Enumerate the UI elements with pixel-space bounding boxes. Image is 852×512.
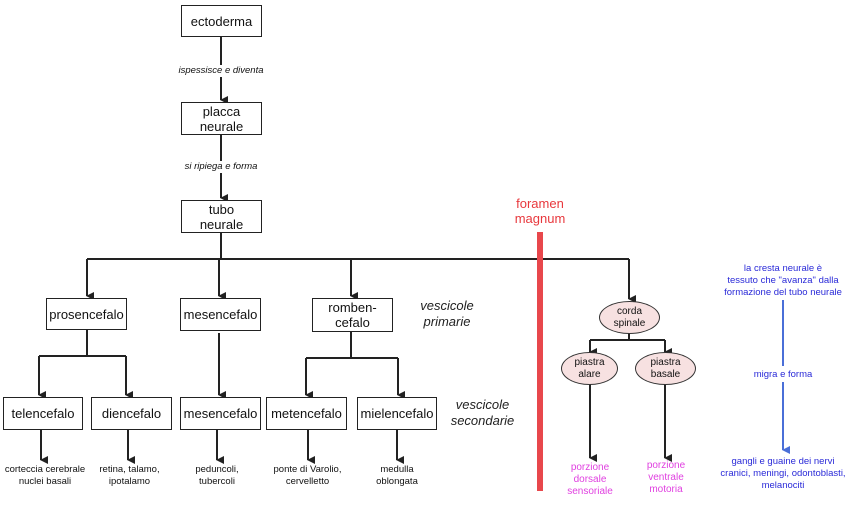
derivatives-mesencefalo-line1: peduncoli, bbox=[195, 464, 239, 475]
node-telencefalo-label: telencefalo bbox=[11, 406, 75, 421]
node-mielencefalo-label: mielencefalo bbox=[360, 406, 434, 421]
node-tubo-line2: neurale bbox=[199, 216, 244, 232]
dorsale-line1: porzione bbox=[570, 462, 610, 473]
node-placca-line2: neurale bbox=[199, 118, 244, 134]
edge-label-ispessisce: ispessisce e diventa bbox=[160, 65, 282, 77]
derivatives-metencefalo-line1: ponte di Varolio, bbox=[273, 464, 342, 475]
node-basale-line1: piastra bbox=[650, 356, 681, 368]
node-rombencefalo-line1: romben- bbox=[328, 300, 377, 315]
neural-crest-out-line2: cranici, meningi, odontoblasti, bbox=[720, 468, 846, 479]
neural-crest-line2: tessuto che "avanza" dalla bbox=[727, 275, 839, 286]
label-secondarie-line2: secondarie bbox=[450, 413, 515, 428]
neural-crest-line3: formazione del tubo neurale bbox=[724, 287, 842, 298]
derivatives-mesencefalo: peduncoli, tubercoli bbox=[182, 464, 252, 488]
node-alare-line1: piastra bbox=[574, 356, 605, 368]
label-foramen-line2: magnum bbox=[514, 211, 566, 226]
label-primarie-line1: vescicole bbox=[420, 298, 474, 313]
node-metencefalo: metencefalo bbox=[266, 397, 347, 430]
node-rombencefalo-line2: cefalo bbox=[335, 315, 370, 330]
node-ectoderma: ectoderma bbox=[181, 5, 262, 37]
derivatives-mielencefalo-line2: oblongata bbox=[376, 476, 418, 487]
neural-crest-out-line3: melanociti bbox=[761, 480, 805, 491]
label-vescicole-secondarie: vescicole secondarie bbox=[445, 397, 520, 429]
ventrale-line3: motoria bbox=[649, 484, 683, 495]
foramen-magnum-bar bbox=[537, 232, 543, 491]
derivatives-metencefalo: ponte di Varolio, cervelletto bbox=[265, 464, 350, 488]
edge-label-migra-e-forma: migra e forma bbox=[753, 369, 813, 380]
derivatives-diencefalo-line1: retina, talamo, bbox=[99, 464, 160, 475]
derivatives-diencefalo-line2: ipotalamo bbox=[108, 476, 151, 487]
node-rombencefalo: romben- cefalo bbox=[312, 298, 393, 332]
ventrale-line2: ventrale bbox=[648, 472, 684, 483]
node-telencefalo: telencefalo bbox=[3, 397, 83, 430]
label-foramen-line1: foramen bbox=[516, 196, 564, 211]
node-mielencefalo: mielencefalo bbox=[357, 397, 437, 430]
dorsale-line3: sensoriale bbox=[567, 486, 613, 497]
node-mesencefalo2-label: mesencefalo bbox=[183, 406, 258, 421]
node-diencefalo-label: diencefalo bbox=[101, 406, 162, 421]
node-mesencefalo-secondary: mesencefalo bbox=[180, 397, 261, 430]
node-mesencefalo-primary: mesencefalo bbox=[180, 298, 261, 331]
derivatives-telencefalo: corteccia cerebrale nuclei basali bbox=[0, 464, 90, 488]
neural-crest-line1: la cresta neurale è bbox=[743, 263, 823, 274]
label-secondarie-line1: vescicole bbox=[455, 397, 510, 412]
node-alare-line2: alare bbox=[578, 368, 601, 380]
node-metencefalo-label: metencefalo bbox=[271, 406, 342, 421]
node-mesencefalo-label: mesencefalo bbox=[183, 307, 258, 322]
node-piastra-alare: piastra alare bbox=[561, 352, 618, 385]
node-prosencefalo: prosencefalo bbox=[46, 298, 127, 330]
derivatives-telencefalo-line1: corteccia cerebrale bbox=[4, 464, 86, 475]
output-porzione-ventrale: porzione ventrale motoria bbox=[636, 460, 696, 496]
node-corda-spinale: corda spinale bbox=[599, 301, 660, 334]
node-corda-line2: spinale bbox=[613, 317, 646, 329]
node-placca-neurale: placca neurale bbox=[181, 102, 262, 135]
ventrale-line1: porzione bbox=[646, 460, 686, 471]
derivatives-mesencefalo-line2: tubercoli bbox=[199, 476, 235, 487]
node-diencefalo: diencefalo bbox=[91, 397, 172, 430]
dorsale-line2: dorsale bbox=[573, 474, 607, 485]
node-placca-line1: placca bbox=[202, 103, 241, 119]
neural-crest-description: la cresta neurale è tessuto che "avanza"… bbox=[708, 263, 852, 299]
derivatives-diencefalo: retina, talamo, ipotalamo bbox=[92, 464, 167, 488]
node-tubo-line1: tubo bbox=[208, 201, 235, 217]
edge-label-si-ripiega: si ripiega e forma bbox=[160, 161, 282, 173]
neural-crest-derivatives: gangli e guaine dei nervi cranici, menin… bbox=[708, 456, 852, 492]
output-porzione-dorsale: porzione dorsale sensoriale bbox=[560, 462, 620, 498]
node-ectoderma-label: ectoderma bbox=[190, 13, 253, 29]
derivatives-telencefalo-line2: nuclei basali bbox=[18, 476, 72, 487]
neural-crest-out-line1: gangli e guaine dei nervi bbox=[731, 456, 835, 467]
label-primarie-line2: primarie bbox=[423, 314, 471, 329]
node-basale-line2: basale bbox=[650, 368, 681, 380]
derivatives-mielencefalo: medulla oblongata bbox=[367, 464, 427, 488]
node-corda-line1: corda bbox=[616, 305, 642, 317]
label-vescicole-primarie: vescicole primarie bbox=[412, 298, 482, 330]
node-piastra-basale: piastra basale bbox=[635, 352, 696, 385]
node-prosencefalo-label: prosencefalo bbox=[49, 306, 124, 322]
label-foramen-magnum: foramen magnum bbox=[505, 196, 575, 226]
node-tubo-neurale: tubo neurale bbox=[181, 200, 262, 233]
derivatives-metencefalo-line2: cervelletto bbox=[285, 476, 330, 487]
derivatives-mielencefalo-line1: medulla bbox=[380, 464, 414, 475]
